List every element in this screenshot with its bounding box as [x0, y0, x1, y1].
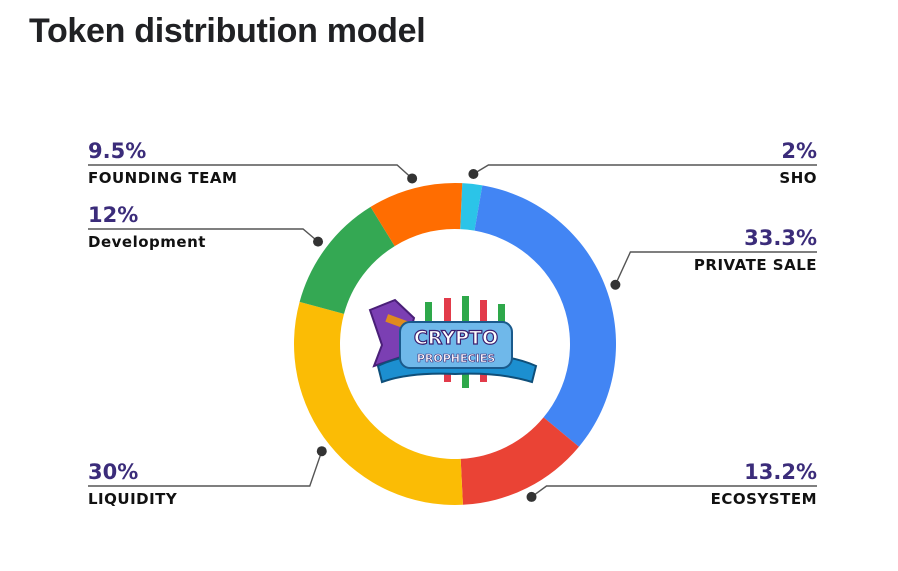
legend-label-ecosystem: ECOSYSTEM: [711, 490, 817, 508]
crypto-prophecies-logo: CRYPTO PROPHECIES: [368, 296, 538, 388]
leader-line: [88, 450, 323, 487]
legend-label-founding-team: FOUNDING TEAM: [88, 169, 237, 187]
leader-line: [614, 251, 817, 286]
callout-founding-team: 9.5% FOUNDING TEAM: [88, 139, 418, 187]
leader-line: [473, 164, 817, 175]
data-label-development: 12%: [88, 203, 138, 227]
data-label-founding-team: 9.5%: [88, 139, 146, 163]
leader-dot: [610, 279, 621, 290]
data-label-private-sale: 33.3%: [744, 226, 817, 250]
leader-dot: [468, 168, 479, 179]
slice-liquidity: [294, 301, 463, 505]
slice-private-sale: [474, 185, 616, 447]
chart-callouts: 2% SHO 33.3% PRIVATE SALE 13.2% ECOSYSTEM 30% L…: [88, 139, 817, 508]
callout-ecosystem: 13.2% ECOSYSTEM: [526, 460, 817, 508]
leader-line: [531, 485, 817, 498]
callout-liquidity: 30% LIQUIDITY: [88, 446, 327, 508]
page-title: Token distribution model: [29, 12, 426, 50]
logo-line2: PROPHECIES: [417, 352, 495, 365]
logo-line1: CRYPTO: [414, 327, 498, 349]
chart-slices: [294, 182, 616, 505]
slice-sho: [460, 183, 483, 231]
data-label-liquidity: 30%: [88, 460, 138, 484]
leader-line: [88, 164, 413, 179]
slice-ecosystem: [460, 417, 579, 505]
slice-founding-team: [370, 182, 463, 247]
legend-label-private-sale: PRIVATE SALE: [694, 256, 817, 274]
leader-dot: [313, 236, 324, 247]
leader-dot: [316, 446, 327, 457]
callout-sho: 2% SHO: [468, 139, 817, 187]
legend-label-liquidity: LIQUIDITY: [88, 490, 178, 508]
data-label-sho: 2%: [781, 139, 817, 163]
callout-development: 12% Development: [88, 203, 324, 251]
data-label-ecosystem: 13.2%: [744, 460, 817, 484]
legend-label-sho: SHO: [779, 169, 817, 187]
leader-line: [88, 228, 319, 243]
leader-dot: [407, 173, 418, 184]
leader-dot: [526, 491, 537, 502]
legend-label-development: Development: [88, 233, 206, 251]
slice-development: [299, 206, 395, 314]
callout-private-sale: 33.3% PRIVATE SALE: [610, 226, 817, 290]
